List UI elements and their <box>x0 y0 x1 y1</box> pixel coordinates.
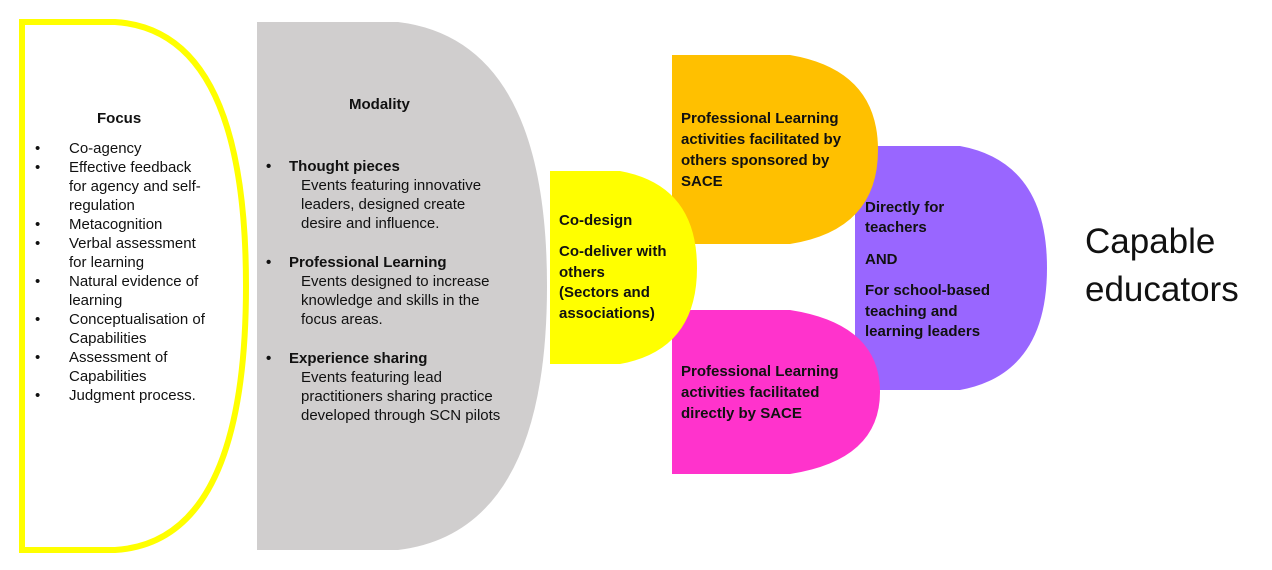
modality-description: Events featuring lead practitioners shar… <box>301 369 501 424</box>
modality-item: •Thought pieces Events featuring innovat… <box>256 157 501 233</box>
codesign-shape <box>550 171 697 364</box>
modality-item: •Professional Learning Events designed t… <box>256 253 501 329</box>
modality-shape <box>257 22 547 550</box>
focus-item: •Metacognition <box>35 216 163 233</box>
sponsored-shape <box>672 55 878 244</box>
modality-description: Events featuring innovative leaders, des… <box>301 177 482 232</box>
modality-heading: Professional Learning <box>289 254 447 271</box>
audience-leaders-label: For school-based teaching and learning l… <box>865 282 991 340</box>
audience-and-label: AND <box>865 251 898 268</box>
focus-item: •Co-agency <box>35 140 142 157</box>
outcome-text: Capable educators <box>1085 222 1239 309</box>
focus-item: •Assessment of Capabilities <box>35 349 168 385</box>
direct-shape <box>672 310 880 474</box>
audience-teachers-label: Directly for teachers <box>865 199 945 236</box>
focus-item: •Conceptualisation of Capabilities <box>35 311 205 347</box>
direct-label: Professional Learning activities facilit… <box>681 363 839 422</box>
codesign-label: Co-design <box>559 212 633 229</box>
focus-item: •Verbal assessment for learning <box>35 235 196 271</box>
modality-heading: Experience sharing <box>289 350 428 367</box>
modality-description: Events designed to increase knowledge an… <box>301 273 490 328</box>
focus-item: •Natural evidence of learning <box>35 273 199 309</box>
focus-item: •Judgment process. <box>35 387 196 404</box>
focus-list: •Co-agency •Effective feedback for agenc… <box>35 139 211 405</box>
modality-title: Modality <box>349 96 410 113</box>
focus-item: •Effective feedback for agency and self-… <box>35 159 201 214</box>
codeliver-label: Co-deliver with others (Sectors and asso… <box>559 243 667 322</box>
focus-title: Focus <box>97 110 142 127</box>
sponsored-label: Professional Learning activities facilit… <box>681 110 842 190</box>
audience-shape <box>855 146 1047 390</box>
focus-shape <box>19 19 250 553</box>
modality-item: •Experience sharing Events featuring lea… <box>256 349 501 425</box>
modality-heading: Thought pieces <box>289 158 400 175</box>
modality-list: •Thought pieces Events featuring innovat… <box>256 157 501 445</box>
